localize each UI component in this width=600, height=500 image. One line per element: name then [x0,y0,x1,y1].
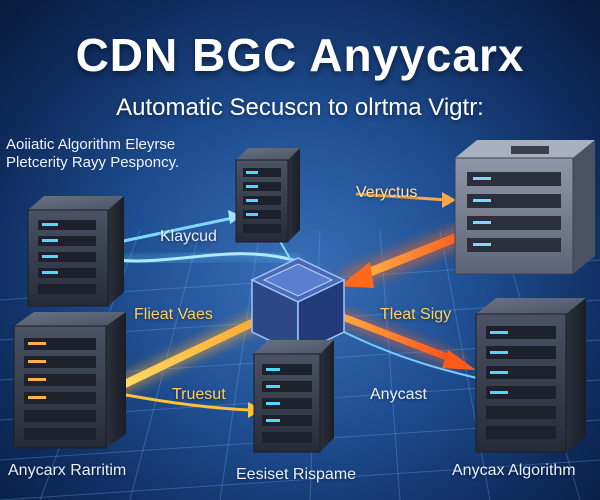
page-subtitle: Automatic Secuscn to olrtma Vigtr: [116,94,484,121]
label-tleat-sigy: Tleat Sigy [380,306,452,323]
server-icon [13,312,126,449]
note-line: Aoiiatic Algorithm Eleyrse [6,136,176,153]
label-truesut: Truesut [172,386,226,403]
hub-cube-icon [250,257,346,356]
description-note: Aoiiatic Algorithm Eleyrse Pletcerity Ra… [6,136,179,172]
label-anycax-algorithm: Anycax Algorithm [452,462,576,479]
label-anycarx-rarritim: Anycarx Rarritim [8,462,127,479]
label-anycast: Anycast [370,386,427,403]
server-icon [235,148,300,243]
server-icon [454,140,595,275]
note-line: Pletcerity Rayy Pesponcy. [6,154,180,171]
server-icon [253,340,334,453]
label-flieat-vaes: Flieat Vaes [134,306,213,323]
label-eesiset-rispame: Eesiset Rispame [236,466,357,483]
label-klaycud: Klaycud [160,228,217,245]
server-icon [27,196,124,307]
orange-flow-tleat [327,304,476,373]
page-title: CDN BGC Anyycarx [75,29,525,81]
server-icon [475,298,586,453]
label-veryctus: Veryctus [356,184,418,201]
